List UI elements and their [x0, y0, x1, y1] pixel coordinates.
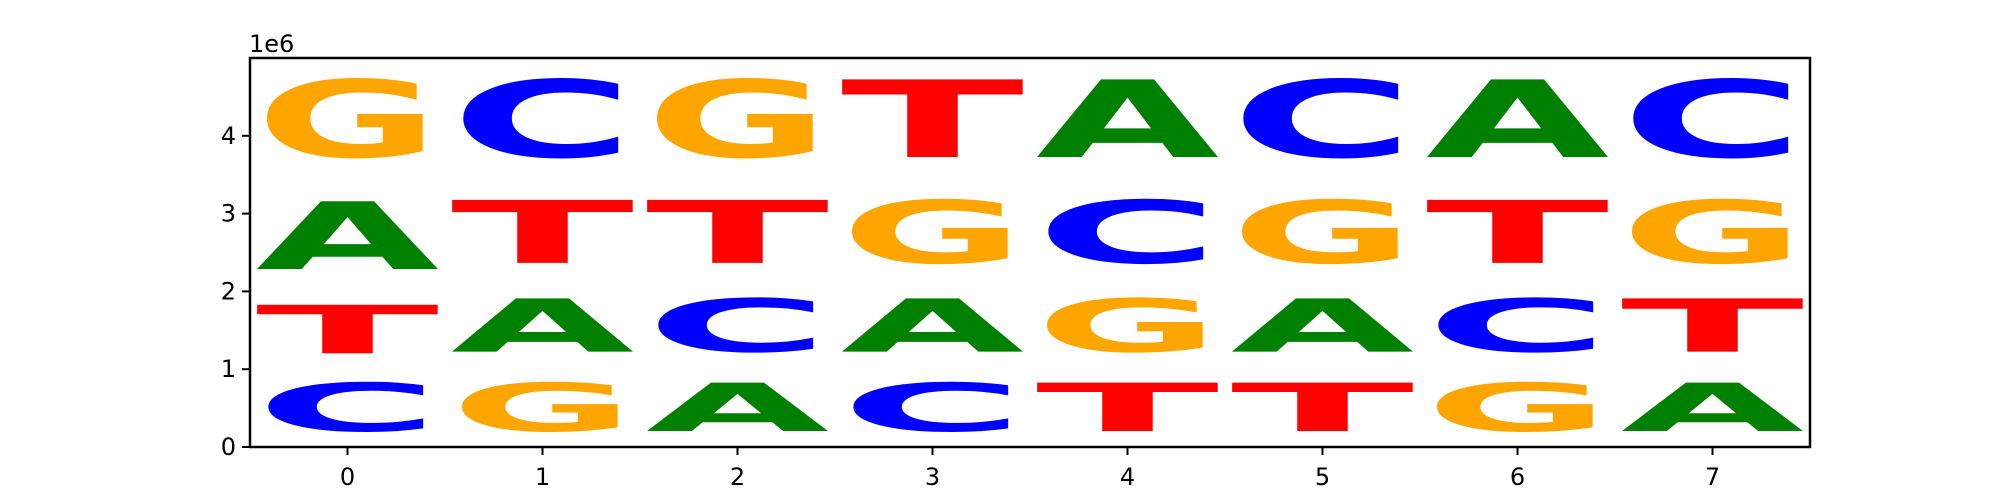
- logo-letter-pos4-A: A: [1036, 59, 1219, 182]
- logo-letter-pos1-A: A: [451, 284, 634, 369]
- x-axis-ticks: 0 1 2 3 4 5 6 7: [340, 447, 1720, 491]
- y-axis-offset-label: 1e6: [249, 30, 294, 58]
- y-axis-ticks: 0 1 2 3 4: [221, 122, 250, 461]
- logo-letter-pos4-T: T: [1036, 370, 1219, 447]
- logo-letter-pos4-C: C: [1036, 183, 1219, 283]
- logo-letter-pos5-G: G: [1231, 183, 1414, 284]
- logo-letter-pos0-G: G: [256, 59, 439, 182]
- x-tick-label: 6: [1510, 463, 1525, 491]
- logo-letter-pos0-T: T: [256, 292, 439, 369]
- logo-letter-pos2-C: C: [646, 284, 829, 369]
- y-tick-label: 3: [221, 200, 236, 228]
- logo-letter-pos7-C: C: [1621, 59, 1804, 183]
- logo-letter-pos0-C: C: [256, 370, 439, 447]
- logo-letter-pos6-C: C: [1426, 284, 1609, 369]
- logo-letter-pos7-G: G: [1621, 183, 1804, 284]
- y-tick-label: 1: [221, 355, 236, 383]
- logo-letter-pos5-T: T: [1231, 370, 1414, 447]
- y-tick-label: 2: [221, 277, 236, 305]
- logo-letter-pos3-C: C: [841, 370, 1024, 447]
- logo-letter-pos7-T: T: [1621, 284, 1804, 369]
- logo-letter-pos2-G: G: [646, 59, 829, 182]
- logo-letter-pos2-T: T: [646, 183, 829, 283]
- logo-letter-pos6-A: A: [1426, 59, 1609, 182]
- x-tick-label: 3: [925, 463, 940, 491]
- x-tick-label: 5: [1315, 463, 1330, 491]
- logo-letter-pos4-G: G: [1036, 284, 1219, 369]
- y-tick-label: 0: [221, 433, 236, 461]
- x-tick-label: 7: [1705, 463, 1720, 491]
- logo-letter-pos2-A: A: [646, 370, 829, 447]
- logo-letter-pos6-T: T: [1426, 183, 1609, 283]
- logo-letter-pos1-T: T: [451, 183, 634, 283]
- logo-letter-pos5-C: C: [1231, 59, 1414, 183]
- logo-letter-pos1-G: G: [451, 369, 634, 447]
- x-tick-label: 4: [1120, 463, 1135, 491]
- logo-letter-pos7-A: A: [1621, 370, 1804, 447]
- logo-letter-pos0-A: A: [256, 183, 439, 291]
- logo-letter-pos6-G: G: [1426, 369, 1609, 447]
- logo-letter-pos5-A: A: [1231, 284, 1414, 369]
- y-tick-label: 4: [221, 122, 236, 150]
- logo-letter-pos3-A: A: [841, 284, 1024, 369]
- plot-frame: [248, 56, 1812, 449]
- logo-letter-pos1-C: C: [451, 59, 634, 183]
- x-tick-label: 1: [535, 463, 550, 491]
- x-tick-label: 2: [730, 463, 745, 491]
- logo-letter-pos3-G: G: [841, 183, 1024, 284]
- x-tick-label: 0: [340, 463, 355, 491]
- logo-letter-pos3-T: T: [841, 59, 1024, 183]
